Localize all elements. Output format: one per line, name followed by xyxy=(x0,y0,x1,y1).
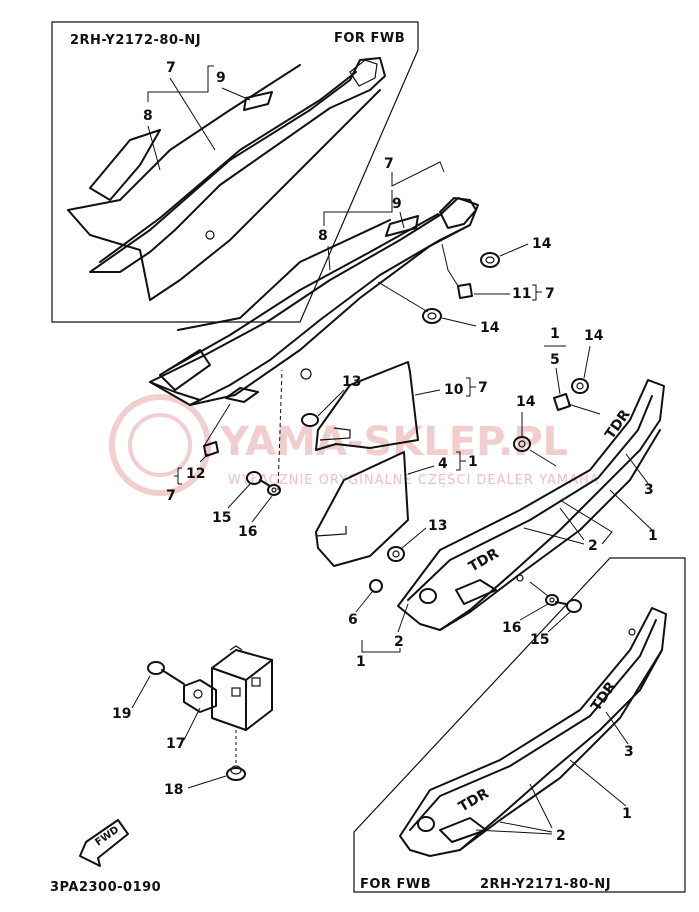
callout-5: 5 xyxy=(550,352,560,368)
inner-panel-10 xyxy=(315,361,419,451)
callout-19: 19 xyxy=(112,706,131,722)
callout-8-top: 8 xyxy=(143,108,153,124)
callout-15-b: 15 xyxy=(530,632,549,648)
washer-6 xyxy=(369,579,383,593)
top-inset-side-cover xyxy=(67,57,386,301)
callout-4: 4 xyxy=(438,456,448,472)
screw-15-left xyxy=(246,471,271,487)
clip-11 xyxy=(457,283,473,299)
grommet-13-upper xyxy=(301,413,319,427)
top-inset-frame xyxy=(51,21,419,323)
callout-9-top: 9 xyxy=(216,70,226,86)
callout-2-main: 2 xyxy=(588,538,598,554)
washer-16-left xyxy=(267,484,281,496)
grommet-14-right-top xyxy=(571,378,589,394)
callout-9-main: 9 xyxy=(392,196,402,212)
top-inset-part-code: 2RH-Y2172-80-NJ xyxy=(70,33,201,48)
callout-15-a: 15 xyxy=(212,510,231,526)
callout-3-inset: 3 xyxy=(624,744,634,760)
decal-tdr-inset-rear: TDR xyxy=(588,679,620,715)
left-side-cover-assembly xyxy=(149,197,479,406)
callout-3-main: 3 xyxy=(644,482,654,498)
top-inset: 2RH-Y2172-80-NJ FOR FWB 7 9 8 xyxy=(51,21,419,323)
callout-14-b: 14 xyxy=(480,320,500,336)
grommet-14-upper xyxy=(480,252,500,268)
callout-1-main: 1 xyxy=(648,528,658,544)
top-inset-variant: FOR FWB xyxy=(334,31,405,46)
callout-16-a: 16 xyxy=(238,524,257,540)
clip-5 xyxy=(553,393,571,411)
bottom-inset-frame xyxy=(353,557,686,893)
callout-7-ref-10: 7 xyxy=(478,380,488,396)
right-side-cover-assembly: TDR TDR xyxy=(397,379,665,631)
callout-1-top: 1 xyxy=(550,326,560,342)
callout-18: 18 xyxy=(164,782,183,798)
left-cover-emblem xyxy=(385,215,419,237)
callout-1-inset: 1 xyxy=(622,806,632,822)
bottom-inset: FOR FWB 2RH-Y2171-80-NJ TDR TDR 3 1 2 xyxy=(353,557,686,893)
callout-10: 10 xyxy=(444,382,464,398)
right-cover-emblem xyxy=(455,579,497,605)
diagram-code: 3PA2300-0190 xyxy=(50,880,161,895)
callout-2-inset: 2 xyxy=(556,828,566,844)
callout-1-lower: 1 xyxy=(356,654,366,670)
callout-7-ref-12: 7 xyxy=(166,488,176,504)
bottom-inset-side-cover: TDR TDR xyxy=(399,607,667,857)
bottom-inset-part-code: 2RH-Y2171-80-NJ xyxy=(480,877,611,892)
decal-tdr-inset: TDR xyxy=(456,786,492,816)
callout-14-d: 14 xyxy=(516,394,536,410)
clip-12 xyxy=(203,441,219,457)
watermark-brand: YAMA-SKLEP.PL xyxy=(219,419,568,465)
callout-8-main: 8 xyxy=(318,228,328,244)
watermark-tagline: WYŁĄCZNIE ORYGINALNE CZĘŚCI DEALER YAMAH… xyxy=(228,472,600,488)
bolt-19 xyxy=(147,661,185,685)
control-box-17 xyxy=(183,645,273,731)
callout-14-c: 14 xyxy=(584,328,604,344)
grommet-14-mid xyxy=(422,308,442,324)
callout-6: 6 xyxy=(348,612,358,628)
damper-18 xyxy=(226,730,246,781)
callout-13-b: 13 xyxy=(428,518,447,534)
bottom-inset-emblem xyxy=(439,817,487,843)
callout-7-ref-11: 7 xyxy=(545,286,555,302)
top-inset-emblem xyxy=(243,91,273,111)
fwd-arrow-icon: FWD xyxy=(79,819,129,867)
screw-15-right xyxy=(555,599,582,613)
callout-16-b: 16 xyxy=(502,620,521,636)
decal-tdr-right-rear: TDR xyxy=(602,407,634,443)
callout-7-top: 7 xyxy=(166,60,176,76)
callout-11: 11 xyxy=(512,286,531,302)
grommet-14-right-mid xyxy=(513,436,531,452)
callout-17: 17 xyxy=(166,736,185,752)
callout-12: 12 xyxy=(186,466,205,482)
inner-panel-4 xyxy=(315,451,409,567)
callout-1-ref-4: 1 xyxy=(468,454,478,470)
callout-2-lower: 2 xyxy=(394,634,404,650)
callout-14-a: 14 xyxy=(532,236,552,252)
bottom-inset-variant: FOR FWB xyxy=(360,877,431,892)
callout-13-a: 13 xyxy=(342,374,361,390)
grommet-13-lower xyxy=(387,546,405,562)
callout-7-main: 7 xyxy=(384,156,394,172)
washer-16-right xyxy=(545,594,559,606)
